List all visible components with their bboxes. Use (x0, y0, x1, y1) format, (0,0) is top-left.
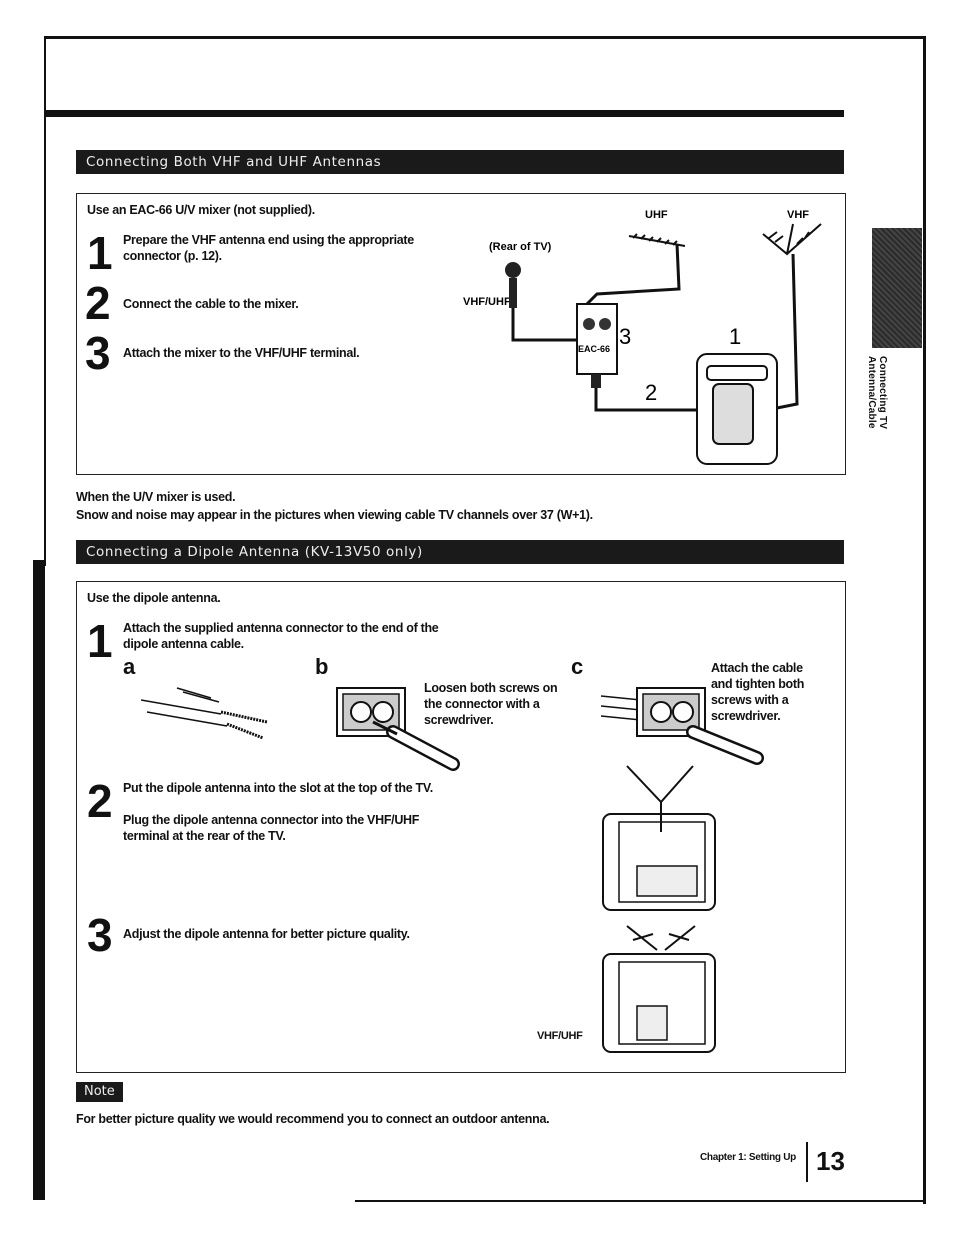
note-text: For better picture quality we would reco… (76, 1112, 550, 1126)
left-rule-thick (33, 560, 45, 1200)
connector-loosen-illustration (336, 687, 460, 771)
page-number: 13 (816, 1146, 845, 1176)
section1-box: Use an EAC-66 U/V mixer (not supplied). … (76, 193, 846, 475)
right-rule (923, 36, 926, 1204)
sub-step-c: c (571, 654, 584, 679)
mixer-label: EAC-66 (578, 344, 610, 354)
callout-3: 3 (619, 324, 631, 349)
sub-step-b: b (315, 654, 329, 679)
step3-number: 3 (85, 327, 111, 379)
section2-title: Connecting a Dipole Antenna (KV-13V50 on… (76, 540, 844, 564)
s2-step2-text1: Put the dipole antenna into the slot at … (123, 781, 433, 795)
dipole-cable-illustration (141, 687, 268, 740)
mixer-note-text: Snow and noise may appear in the picture… (76, 508, 593, 522)
tv-rear-dipole-illustration (602, 765, 716, 911)
mixer-note-heading: When the U/V mixer is used. (76, 490, 236, 504)
s2-step3-text: Adjust the dipole antenna for better pic… (123, 927, 410, 941)
rear-of-tv-label: (Rear of TV) (489, 241, 552, 253)
step3-text: Attach the mixer to the VHF/UHF terminal… (123, 346, 360, 360)
callout-1: 1 (729, 324, 741, 349)
s2-step2-number: 2 (87, 775, 113, 827)
vhfuhf-terminal-label: VHF/UHF (463, 296, 511, 308)
callout-2: 2 (645, 380, 657, 405)
s2-step1-number: 1 (87, 615, 113, 667)
step2-number: 2 (85, 277, 111, 329)
connector-tighten-text: Attach the cable and tighten both screws… (711, 661, 805, 723)
section2-intro: Use the dipole antenna. (87, 591, 221, 605)
section1-title: Connecting Both VHF and UHF Antennas (76, 150, 844, 174)
uhf-label: UHF (645, 209, 668, 221)
step2-text: Connect the cable to the mixer. (123, 297, 299, 311)
chapter-label: Chapter 1: Setting Up (700, 1152, 796, 1163)
vhfuhf-bottom-label: VHF/UHF (537, 1030, 583, 1042)
s2-step3-number: 3 (87, 909, 113, 961)
footer-divider (806, 1142, 808, 1182)
sub-step-a: a (123, 654, 136, 679)
bottom-rule (355, 1200, 925, 1202)
connector-tighten-illustration (600, 687, 764, 765)
top-rule (44, 36, 926, 39)
section1-intro: Use an EAC-66 U/V mixer (not supplied). (87, 203, 315, 217)
step1-number: 1 (87, 227, 113, 279)
s2-step2-text2: Plug the dipole antenna connector into t… (123, 813, 420, 843)
side-tab-text: Connecting TV Antenna/Cable (866, 356, 888, 430)
side-tab-marker (872, 228, 922, 348)
note-tag: Note (76, 1082, 123, 1102)
antenna-mixer-diagram: UHF VHF (Rear of TV) VHF/UHF EAC-66 3 2 … (463, 209, 822, 465)
left-rule-thin (44, 36, 46, 566)
s2-step1-text: Attach the supplied antenna connector to… (123, 621, 439, 651)
header-rule (44, 110, 844, 117)
vhf-label: VHF (787, 209, 809, 221)
connector-loosen-text: Loosen both screws on the connector with… (424, 681, 558, 727)
step1-text: Prepare the VHF antenna end using the ap… (123, 233, 414, 263)
tv-adjust-dipole-illustration (602, 925, 716, 1053)
section2-box: Use the dipole antenna. 1 Attach the sup… (76, 581, 846, 1073)
